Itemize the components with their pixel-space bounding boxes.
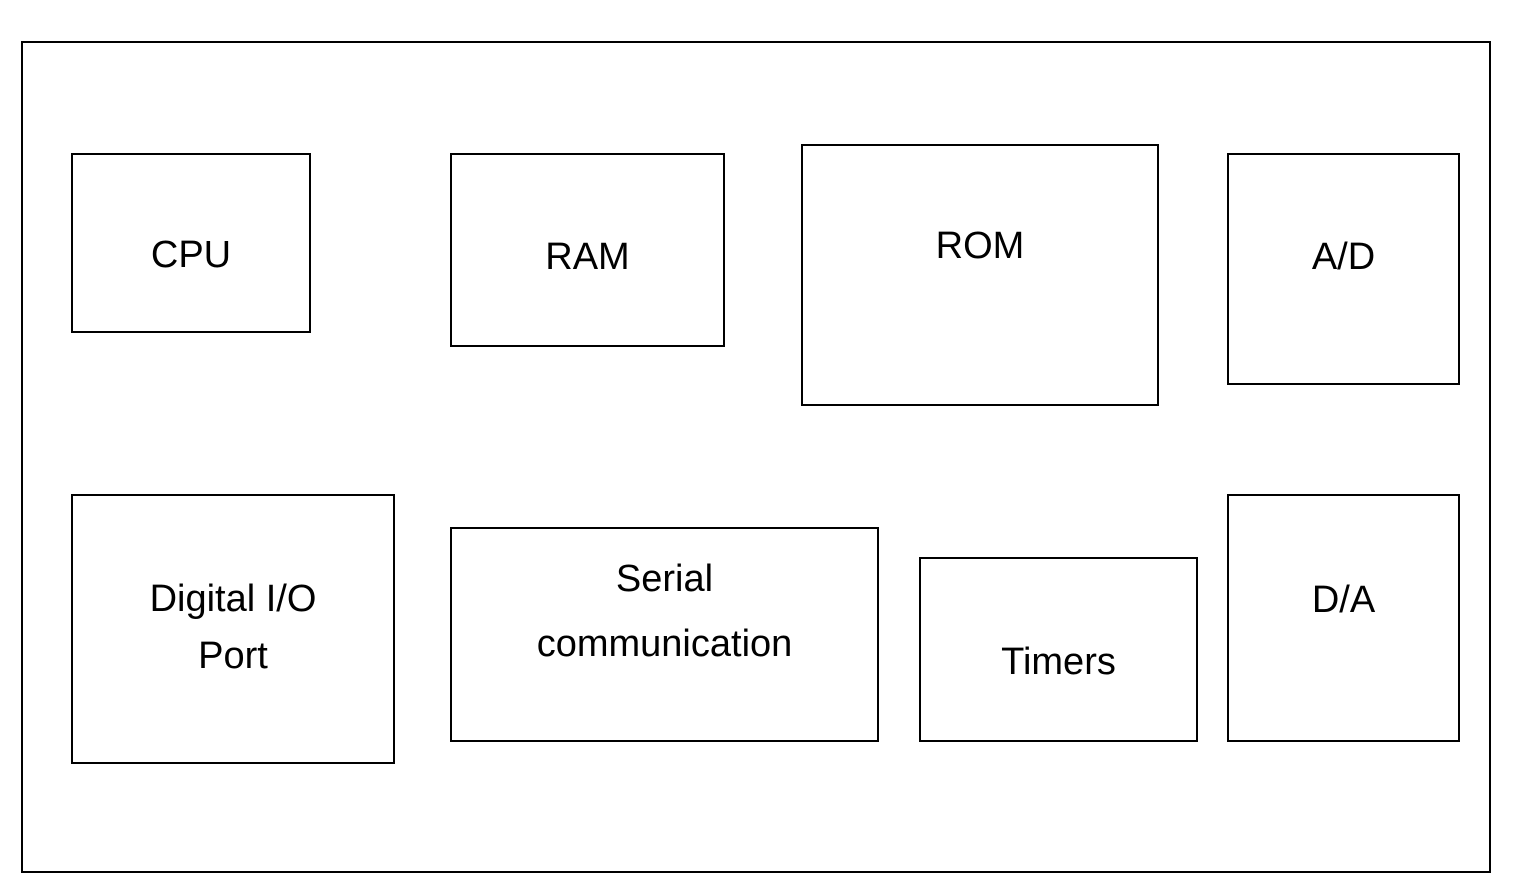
cpu-block: CPU [71, 153, 311, 333]
ram-label: RAM [545, 236, 630, 278]
microcontroller-outline [21, 41, 1491, 873]
rom-label: ROM [935, 225, 1025, 267]
ram-block: RAM [450, 153, 725, 347]
rom-block: ROM [801, 144, 1159, 406]
digital-io-port-block: Digital I/O Port [71, 494, 395, 764]
cpu-label: CPU [150, 234, 232, 276]
timers-block: Timers [919, 557, 1198, 742]
ad-converter-block: A/D [1227, 153, 1460, 385]
ad-converter-label: A/D [1311, 236, 1376, 278]
digital-io-port-label: Digital I/O Port [149, 578, 317, 677]
da-converter-block: D/A [1227, 494, 1460, 742]
serial-communication-label: Serial communication [536, 558, 793, 665]
serial-communication-block: Serial communication [450, 527, 879, 742]
timers-label: Timers [1001, 641, 1116, 683]
da-converter-label: D/A [1311, 579, 1376, 621]
